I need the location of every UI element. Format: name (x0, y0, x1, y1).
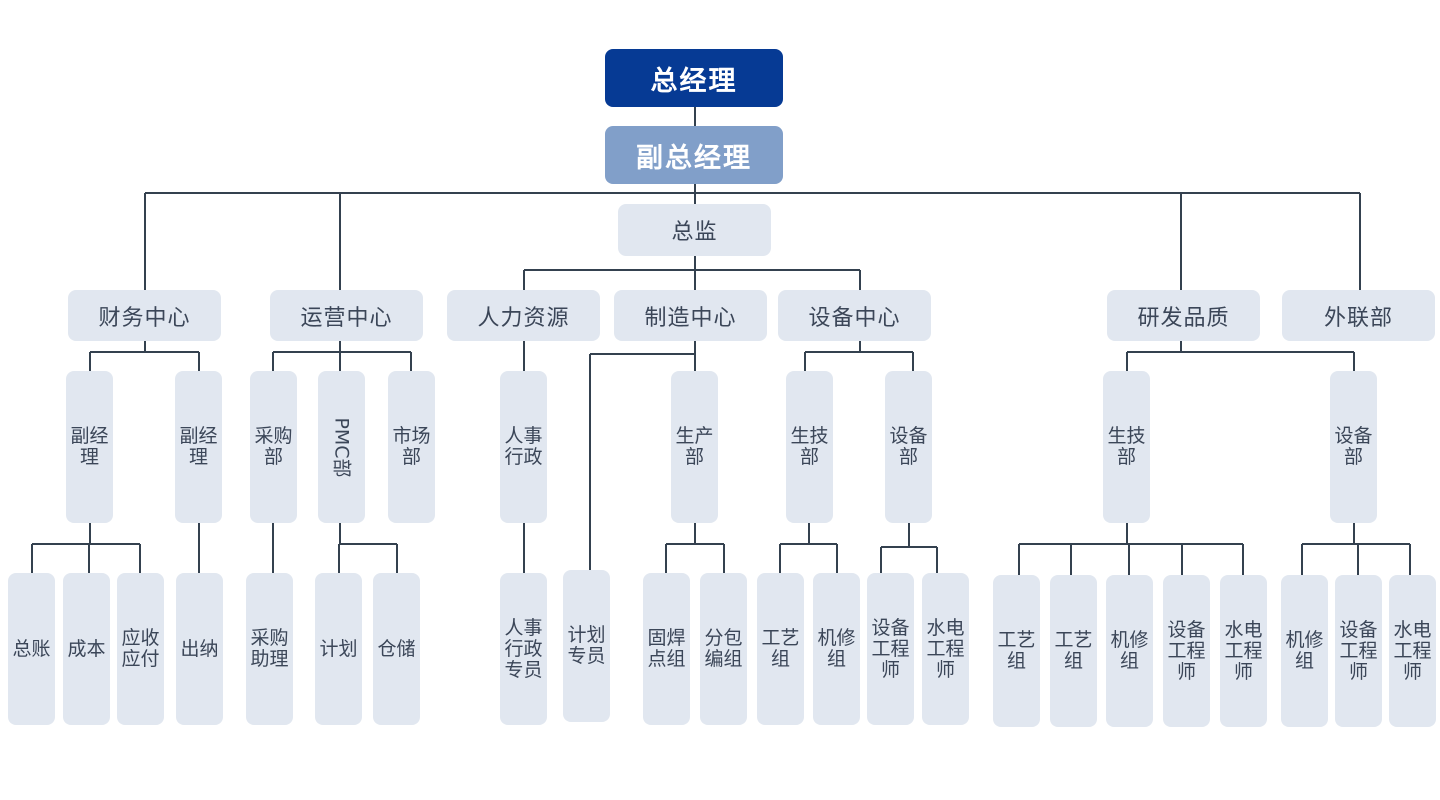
leaf-maintenance-group: 机修组 (1106, 575, 1153, 727)
leaf-equipment-engineer: 设备工程师 (1335, 575, 1382, 727)
equipment-center-box: 设备中心 (778, 290, 931, 341)
rnd-quality-label: 研发品质 (1137, 305, 1230, 331)
leaf-label: 工艺组 (1054, 629, 1093, 672)
operations-center-box: 运营中心 (270, 290, 423, 341)
leaf-label: 仓储 (377, 637, 416, 660)
leaf-equipment-engineer: 设备工程师 (867, 573, 914, 725)
leaf-procurement-assistant: 采购助理 (246, 573, 293, 725)
production-dept: 生产部 (671, 371, 718, 523)
leaf-label: 工艺组 (997, 629, 1036, 672)
leaf-utility-engineer: 水电工程师 (1389, 575, 1436, 727)
leaf-subcontract-group: 分包编组 (700, 573, 747, 725)
leaf-cashier: 出纳 (176, 573, 223, 725)
leaf-soldering-group: 固焊点组 (643, 573, 690, 725)
rnd-tech-dept: 生技部 (1103, 371, 1150, 523)
leaf-label: 成本 (67, 637, 106, 660)
finance-center-label: 财务中心 (98, 305, 191, 331)
leaf-label: 固焊点组 (647, 627, 686, 670)
manufacturing-center-label: 制造中心 (644, 305, 737, 331)
equipment-dept: 设备部 (885, 371, 932, 523)
leaf-label: 计划 (319, 637, 358, 660)
manufacturing-center-box: 制造中心 (614, 290, 767, 341)
leaf-label: 总账 (12, 637, 51, 660)
equipment-dept-label: 设备部 (1334, 425, 1373, 468)
leaf-label: 水电工程师 (926, 616, 965, 681)
equipment-tech-dept: 生技部 (786, 371, 833, 523)
leaf-label: 设备工程师 (1339, 618, 1378, 683)
leaf-label: 设备工程师 (871, 616, 910, 681)
production-dept-label: 生产部 (675, 425, 714, 468)
leaf-label: 分包编组 (704, 627, 743, 670)
leaf-label: 水电工程师 (1393, 618, 1432, 683)
director-label: 总监 (671, 220, 718, 245)
operations-center-label: 运营中心 (300, 305, 393, 331)
external-affairs-label: 外联部 (1323, 305, 1393, 331)
leaf-receivables-payables: 应收应付 (117, 573, 164, 725)
director-box: 总监 (618, 204, 771, 256)
leaf-label: 出纳 (180, 637, 219, 660)
vice-manager-label: 副经理 (70, 425, 109, 468)
leaf-maintenance-group: 机修组 (1281, 575, 1328, 727)
general-manager-box: 总经理 (605, 49, 783, 107)
leaf-cost: 成本 (63, 573, 110, 725)
equipment-dept-label: 设备部 (889, 425, 928, 468)
hr-admin-label: 人事行政 (504, 425, 543, 468)
tech-dept-label: 生技部 (1107, 425, 1146, 468)
leaf-label: 计划专员 (567, 624, 606, 667)
leaf-hr-admin-specialist: 人事行政专员 (500, 573, 547, 725)
leaf-process-group: 工艺组 (1050, 575, 1097, 727)
leaf-label: 应收应付 (121, 627, 160, 670)
pmc-dept: PMC部 (318, 371, 365, 523)
deputy-general-manager-label: 副总经理 (636, 142, 752, 174)
marketing-dept: 市场部 (388, 371, 435, 523)
leaf-label: 采购助理 (250, 627, 289, 670)
leaf-planning-specialist: 计划专员 (563, 570, 610, 722)
leaf-warehouse: 仓储 (373, 573, 420, 725)
rnd-quality-box: 研发品质 (1107, 290, 1260, 341)
equipment-center-label: 设备中心 (808, 305, 901, 331)
pmc-dept-label: PMC部 (331, 416, 353, 478)
rnd-equipment-dept: 设备部 (1330, 371, 1377, 523)
finance-center-box: 财务中心 (68, 290, 221, 341)
leaf-label: 机修组 (1285, 629, 1324, 672)
procurement-dept-label: 采购部 (254, 425, 293, 468)
tech-dept-label: 生技部 (790, 425, 829, 468)
hr-admin-dept: 人事行政 (500, 371, 547, 523)
leaf-process-group: 工艺组 (993, 575, 1040, 727)
leaf-process-group: 工艺组 (757, 573, 804, 725)
leaf-equipment-engineer: 设备工程师 (1163, 575, 1210, 727)
general-manager-label: 总经理 (650, 65, 738, 97)
leaf-label: 机修组 (817, 627, 856, 670)
hr-center-label: 人力资源 (477, 305, 570, 331)
leaf-label: 设备工程师 (1167, 618, 1206, 683)
leaf-label: 人事行政专员 (504, 616, 543, 681)
leaf-planning: 计划 (315, 573, 362, 725)
leaf-label: 水电工程师 (1224, 618, 1263, 683)
finance-vice-manager-2: 副经理 (175, 371, 222, 523)
vice-manager-label: 副经理 (179, 425, 218, 468)
hr-center-box: 人力资源 (447, 290, 600, 341)
marketing-dept-label: 市场部 (392, 425, 431, 468)
leaf-utility-engineer: 水电工程师 (922, 573, 969, 725)
leaf-label: 工艺组 (761, 627, 800, 670)
procurement-dept: 采购部 (250, 371, 297, 523)
leaf-general-ledger: 总账 (8, 573, 55, 725)
finance-vice-manager-1: 副经理 (66, 371, 113, 523)
leaf-label: 机修组 (1110, 629, 1149, 672)
leaf-maintenance-group: 机修组 (813, 573, 860, 725)
external-affairs-box: 外联部 (1282, 290, 1435, 341)
deputy-general-manager-box: 副总经理 (605, 126, 783, 184)
leaf-utility-engineer: 水电工程师 (1220, 575, 1267, 727)
